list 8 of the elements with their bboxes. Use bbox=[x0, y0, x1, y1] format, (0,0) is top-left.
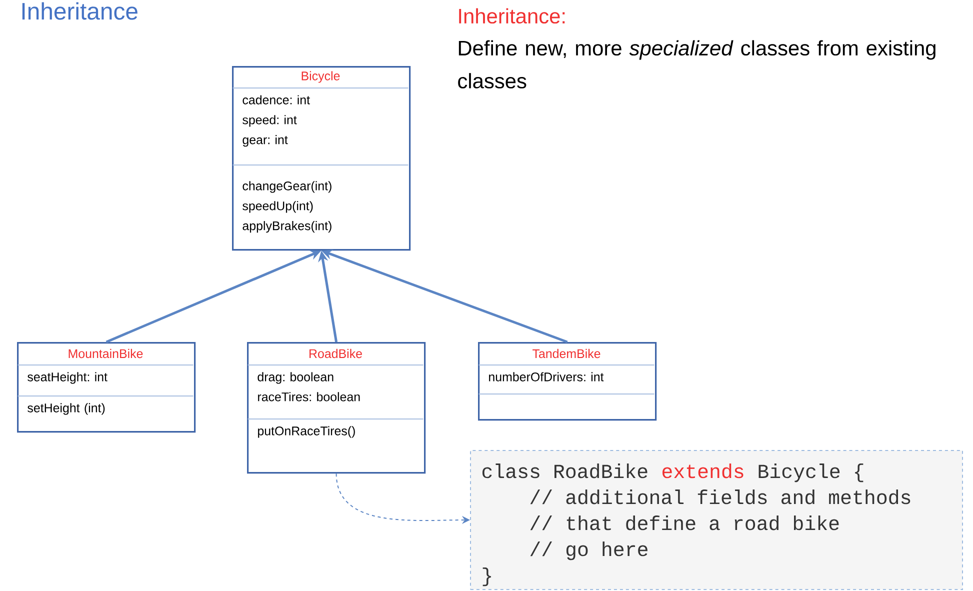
slide-title: Inheritance bbox=[22, 2, 138, 20]
heading-text: Define new, more specialized classes from existing classes bbox=[458, 40, 936, 88]
heading-text: Inheritance: bbox=[459, 8, 565, 24]
code-box: class RoadBike extends Bicycle { // additional fields and methods // that define a road bike // go here } bbox=[470, 450, 963, 590]
class-box: Bicycle cadence: int speed: int gear: int changeGear(int) speedUp(int) applyBrakes(int) bbox=[232, 66, 411, 251]
class-box: TandemBike numberOfDrivers: int bbox=[478, 342, 657, 421]
class-box: MountainBike seatHeight: int setHeight (int) bbox=[17, 342, 196, 433]
class-box: RoadBike drag: boolean raceTires: boolean putOnRaceTires() bbox=[247, 342, 426, 474]
